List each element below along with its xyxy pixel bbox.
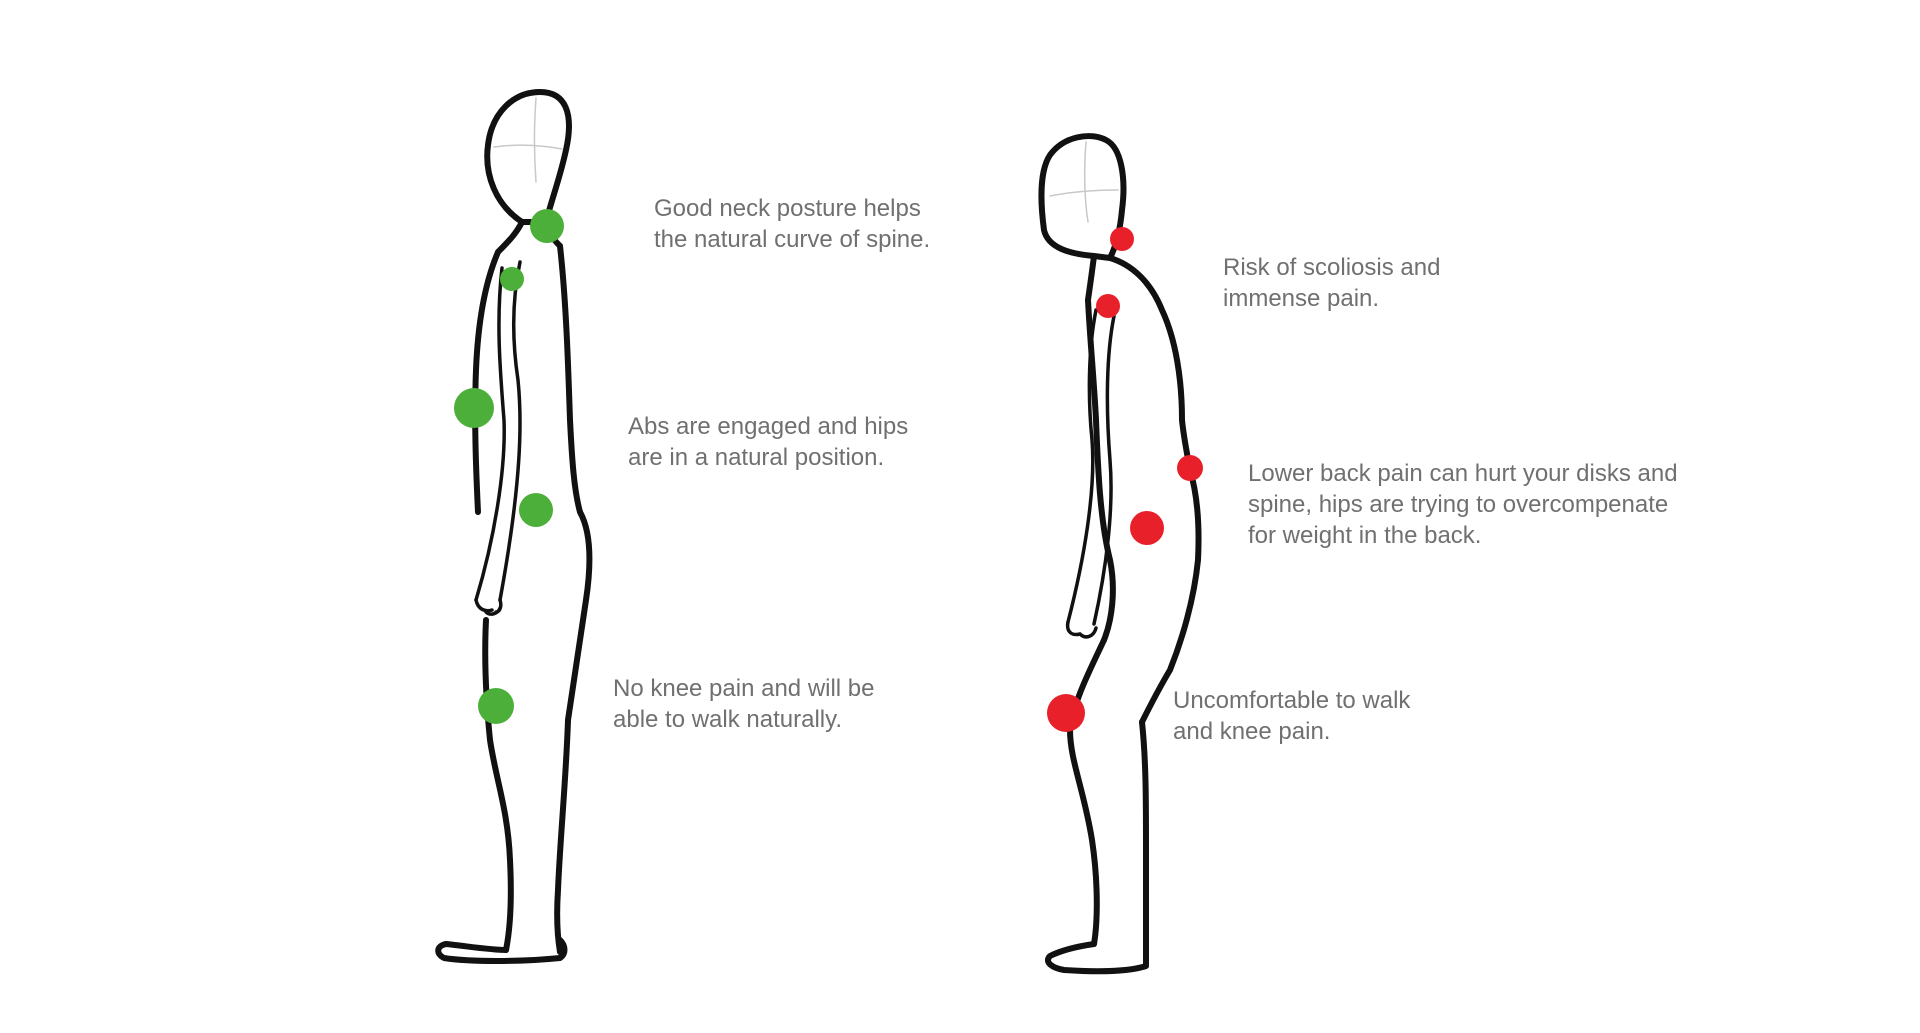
- bad-figure-hand: [1065, 620, 1098, 639]
- bad-posture-figure: [1038, 133, 1202, 975]
- good-marker-hips: [519, 493, 553, 527]
- good-figure-head: [484, 89, 572, 225]
- bad-figure-arm-front: [1092, 314, 1116, 626]
- good-marker-neck: [530, 209, 564, 243]
- bad-note-lower-back-line-3: for weight in the back.: [1248, 522, 1482, 549]
- good-figure-foot: [435, 937, 568, 964]
- bad-figure-head: [1038, 133, 1127, 261]
- bad-figure-neck-front: [1085, 253, 1097, 303]
- bad-note-knee: Uncomfortable to walk and knee pain.: [1173, 685, 1410, 747]
- bad-note-scoliosis: Risk of scoliosis and immense pain.: [1223, 252, 1440, 314]
- bad-figure-leg-front: [1067, 637, 1107, 947]
- good-figure-arm-back: [474, 266, 506, 602]
- bad-figure-foot: [1045, 941, 1149, 975]
- bad-marker-neck: [1110, 227, 1134, 251]
- good-note-abs-hips-line-1: Abs are engaged and hips: [628, 413, 909, 440]
- good-figure-head-guide-vertical: [533, 97, 537, 183]
- bad-note-lower-back-line-2: spine, hips are trying to overcompenate: [1248, 491, 1669, 518]
- bad-note-knee-line-1: Uncomfortable to walk: [1173, 687, 1411, 714]
- good-note-knee-line-1: No knee pain and will be: [613, 675, 875, 702]
- bad-figure-lower-back: [1139, 467, 1202, 725]
- good-note-knee: No knee pain and will be able to walk na…: [613, 673, 875, 735]
- bad-note-scoliosis-line-2: immense pain.: [1223, 285, 1380, 312]
- bad-figure-leg-back: [1139, 719, 1149, 967]
- bad-marker-lower-back: [1177, 455, 1203, 481]
- bad-figure-arm-back: [1066, 308, 1098, 624]
- bad-note-lower-back: Lower back pain can hurt your disks and …: [1248, 458, 1678, 551]
- bad-figure-front-torso: [1085, 297, 1116, 643]
- good-note-neck-line-2: the natural curve of spine.: [654, 226, 931, 253]
- good-figure-buttocks: [565, 509, 593, 723]
- bad-note-lower-back-line-1: Lower back pain can hurt your disks and: [1248, 460, 1678, 487]
- good-posture-markers: [454, 209, 564, 724]
- good-figure-hand: [474, 598, 503, 616]
- good-figure-front-torso: [557, 243, 583, 515]
- bad-marker-shoulder: [1096, 294, 1120, 318]
- good-figure-head-guide-horizontal: [493, 144, 563, 150]
- bad-note-scoliosis-line-1: Risk of scoliosis and: [1223, 254, 1441, 281]
- bad-posture-markers: [1047, 227, 1203, 732]
- good-figure-neck-back: [495, 219, 525, 255]
- good-marker-upper-back: [500, 267, 524, 291]
- good-note-abs-hips-line-2: are in a natural position.: [628, 444, 885, 471]
- good-note-neck-line-1: Good neck posture helps: [654, 195, 921, 222]
- good-note-knee-line-2: able to walk naturally.: [613, 706, 843, 733]
- good-figure-leg-back: [554, 717, 571, 955]
- bad-figure-upper-back: [1107, 255, 1193, 473]
- good-figure-leg-front: [482, 617, 514, 953]
- bad-figure-head-guide-horizontal: [1049, 189, 1119, 197]
- good-figure-arm-front: [498, 260, 522, 602]
- bad-marker-hips: [1130, 511, 1164, 545]
- good-note-abs-hips: Abs are engaged and hips are in a natura…: [628, 411, 908, 473]
- bad-figure-head-guide-vertical: [1083, 141, 1089, 223]
- good-note-neck: Good neck posture helps the natural curv…: [654, 193, 930, 255]
- bad-note-knee-line-2: and knee pain.: [1173, 718, 1331, 745]
- good-marker-abs: [454, 388, 494, 428]
- good-figure-back: [472, 249, 501, 515]
- good-marker-knee: [478, 688, 514, 724]
- good-posture-figure: [435, 89, 593, 964]
- bad-marker-knee: [1047, 694, 1085, 732]
